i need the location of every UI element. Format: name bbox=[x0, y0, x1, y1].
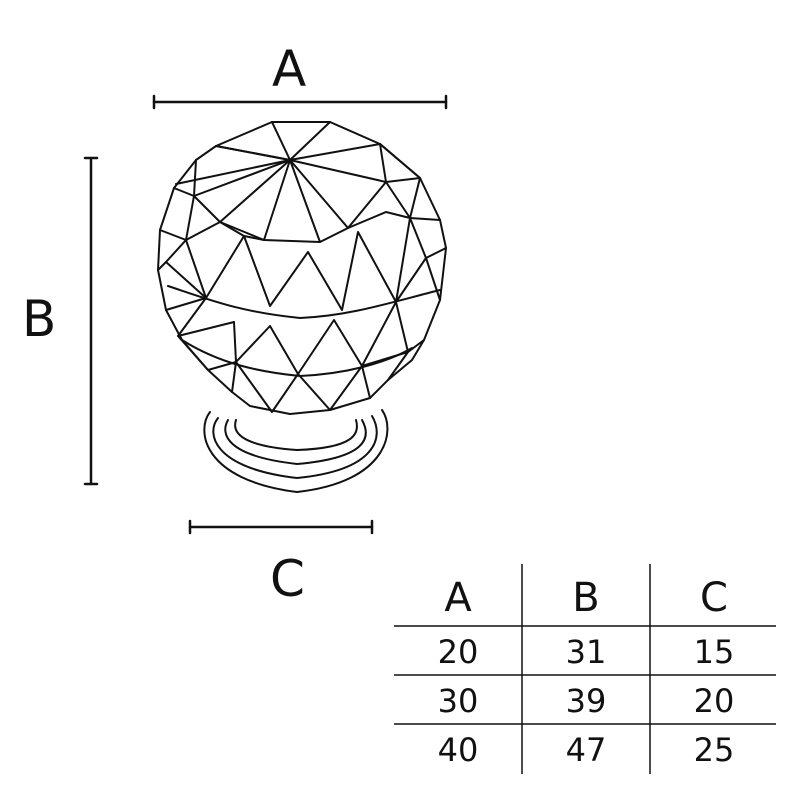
table-cell: 20 bbox=[437, 633, 479, 671]
table-cell: 15 bbox=[693, 633, 735, 671]
table-cell: 47 bbox=[565, 731, 607, 769]
table-cell: 39 bbox=[565, 682, 607, 720]
table-cell: 40 bbox=[437, 731, 479, 769]
dimension-label-b: B bbox=[22, 290, 57, 348]
knob-base bbox=[203, 409, 389, 493]
table-cell: 31 bbox=[565, 633, 607, 671]
table-cell: 30 bbox=[437, 682, 479, 720]
crystal-knob bbox=[157, 121, 447, 415]
dimensions-table: A B C 20 31 15 30 39 20 40 47 25 bbox=[394, 564, 776, 774]
table-grid bbox=[394, 564, 776, 774]
table-cell: 25 bbox=[693, 731, 735, 769]
dimension-line-c bbox=[188, 519, 374, 535]
table-header-c: C bbox=[700, 575, 728, 621]
table-cell: 20 bbox=[693, 682, 735, 720]
dimension-line-a bbox=[152, 94, 448, 110]
table-header-a: A bbox=[444, 575, 472, 621]
dimension-label-c: C bbox=[270, 550, 305, 608]
table-header-b: B bbox=[572, 575, 600, 621]
dimension-line-b bbox=[83, 156, 99, 486]
dimension-label-a: A bbox=[272, 40, 307, 98]
